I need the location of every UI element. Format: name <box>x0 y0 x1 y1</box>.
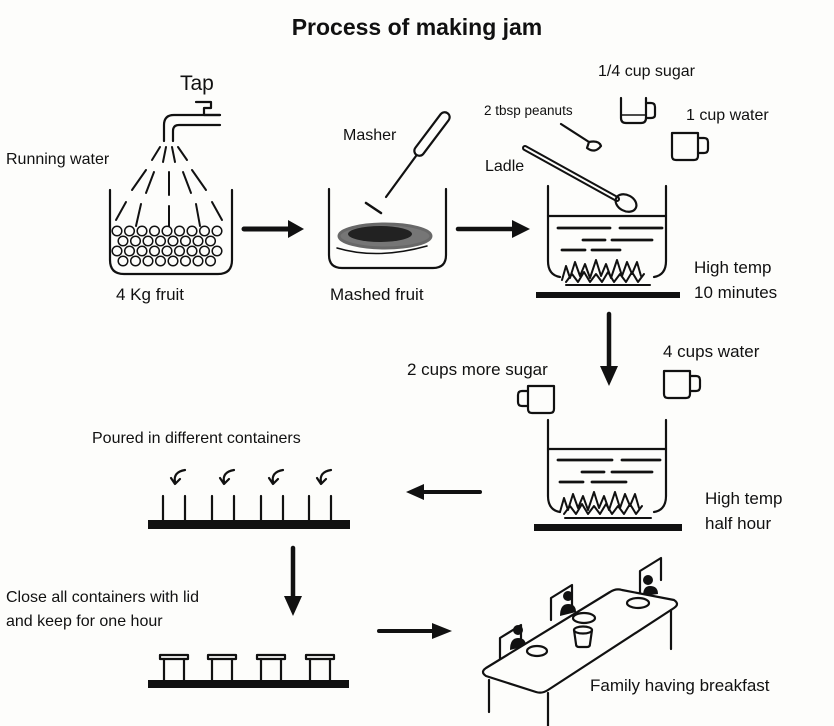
cooking-pot-icon <box>546 418 668 514</box>
water-mug-icon <box>662 369 702 400</box>
masher-icon <box>364 111 451 215</box>
fruit-icon <box>129 235 142 247</box>
closed-containers-icon <box>148 653 349 688</box>
fruit-icon <box>154 255 167 267</box>
tap-label: Tap <box>180 72 214 95</box>
fruit-icon <box>154 235 167 247</box>
mashed-fruit-caption: Mashed fruit <box>330 285 424 304</box>
fruit-icon <box>142 255 154 267</box>
sugar-mug-icon <box>516 384 556 415</box>
arrow-right-icon <box>377 623 452 639</box>
fruit-icon <box>129 255 142 267</box>
tap-icon <box>162 100 222 143</box>
fruit-icon <box>111 225 123 237</box>
stove-icon <box>536 292 680 298</box>
fruit-icon <box>167 235 179 247</box>
peanut-spoon-icon <box>559 122 603 152</box>
running-water-label: Running water <box>6 151 110 168</box>
stove-icon <box>534 524 682 531</box>
container-icon <box>162 657 186 682</box>
fruit-icon <box>186 245 198 257</box>
arrow-right-icon <box>241 220 304 238</box>
fruit-icon <box>204 255 217 267</box>
arrow-down-icon <box>284 545 302 616</box>
pour-arrow-icon <box>169 468 187 486</box>
ingredient-peanuts-label: 2 tbsp peanuts <box>484 103 573 118</box>
closing-caption-line2: and keep for one hour <box>6 613 163 630</box>
fruit-bowl-icon <box>108 188 234 276</box>
fruit-icon <box>211 245 223 257</box>
fruit-icon <box>192 235 204 247</box>
container-icon <box>210 494 236 522</box>
water-cup-icon <box>670 131 710 162</box>
fruit-icon <box>142 235 154 247</box>
ingredient-water-label: 1 cup water <box>686 107 769 124</box>
ladle-icon <box>522 145 638 213</box>
fruit-icon <box>204 235 217 247</box>
mashed-fruit-bowl-icon <box>327 187 448 270</box>
breakfast-caption: Family having breakfast <box>590 676 770 695</box>
fruit-icon <box>173 245 186 257</box>
fruit-icon <box>136 225 148 237</box>
fruit-icon <box>192 255 204 267</box>
fruit-icon <box>198 225 211 237</box>
arrow-down-icon <box>600 311 618 386</box>
cooking-pot-icon <box>546 184 668 279</box>
arrow-left-icon <box>406 484 482 500</box>
fruit-icon <box>211 225 223 237</box>
fruit-icon <box>186 225 198 237</box>
pouring-containers-icon <box>148 468 350 529</box>
lid-icon <box>304 653 336 661</box>
fruit-icon <box>117 255 129 267</box>
pouring-caption: Poured in different containers <box>92 430 301 447</box>
fruit-icon <box>173 225 186 237</box>
second-boil-heat-label: High temp <box>705 489 783 508</box>
flame-icon <box>561 259 651 286</box>
pour-arrow-icon <box>267 468 285 486</box>
container-icon <box>259 657 283 682</box>
container-icon <box>210 657 234 682</box>
fruit-icon <box>123 245 136 257</box>
closing-caption-line1: Close all containers with lid <box>6 589 199 606</box>
flame-icon <box>559 491 652 519</box>
masher-label: Masher <box>343 127 397 144</box>
fruit-icon <box>161 245 173 257</box>
fruit-icon <box>136 245 148 257</box>
fruit-icon <box>179 235 192 247</box>
container-icon <box>307 494 333 522</box>
pour-arrow-icon <box>315 468 333 486</box>
fruit-icon <box>198 245 211 257</box>
arrow-right-icon <box>455 220 530 238</box>
lid-icon <box>255 653 287 661</box>
fruit-icon <box>123 225 136 237</box>
ladle-label: Ladle <box>485 158 525 175</box>
fruit-icon <box>117 235 129 247</box>
container-icon <box>259 494 285 522</box>
second-boil-duration-label: half hour <box>705 514 772 533</box>
running-water-icon <box>115 146 223 227</box>
container-icon <box>161 494 187 522</box>
fruit-icon <box>167 255 179 267</box>
fruit-icon <box>148 225 161 237</box>
fruit-icon <box>148 245 161 257</box>
sugar-cup-icon <box>619 96 657 125</box>
lid-icon <box>158 653 190 661</box>
fruit-caption: 4 Kg fruit <box>116 285 185 304</box>
first-boil-heat-label: High temp <box>694 258 772 277</box>
fruit-icon <box>111 245 123 257</box>
pour-arrow-icon <box>218 468 236 486</box>
first-boil-duration-label: 10 minutes <box>694 283 778 302</box>
breakfast-table-icon <box>481 556 679 726</box>
ingredient-sugar-label: 1/4 cup sugar <box>598 63 695 80</box>
container-icon <box>308 657 332 682</box>
fruit-icon <box>161 225 173 237</box>
more-water-label: 4 cups water <box>663 342 760 361</box>
lid-icon <box>206 653 238 661</box>
diagram-title: Process of making jam <box>291 14 543 40</box>
fruit-icon <box>179 255 192 267</box>
more-sugar-label: 2 cups more sugar <box>407 360 548 379</box>
